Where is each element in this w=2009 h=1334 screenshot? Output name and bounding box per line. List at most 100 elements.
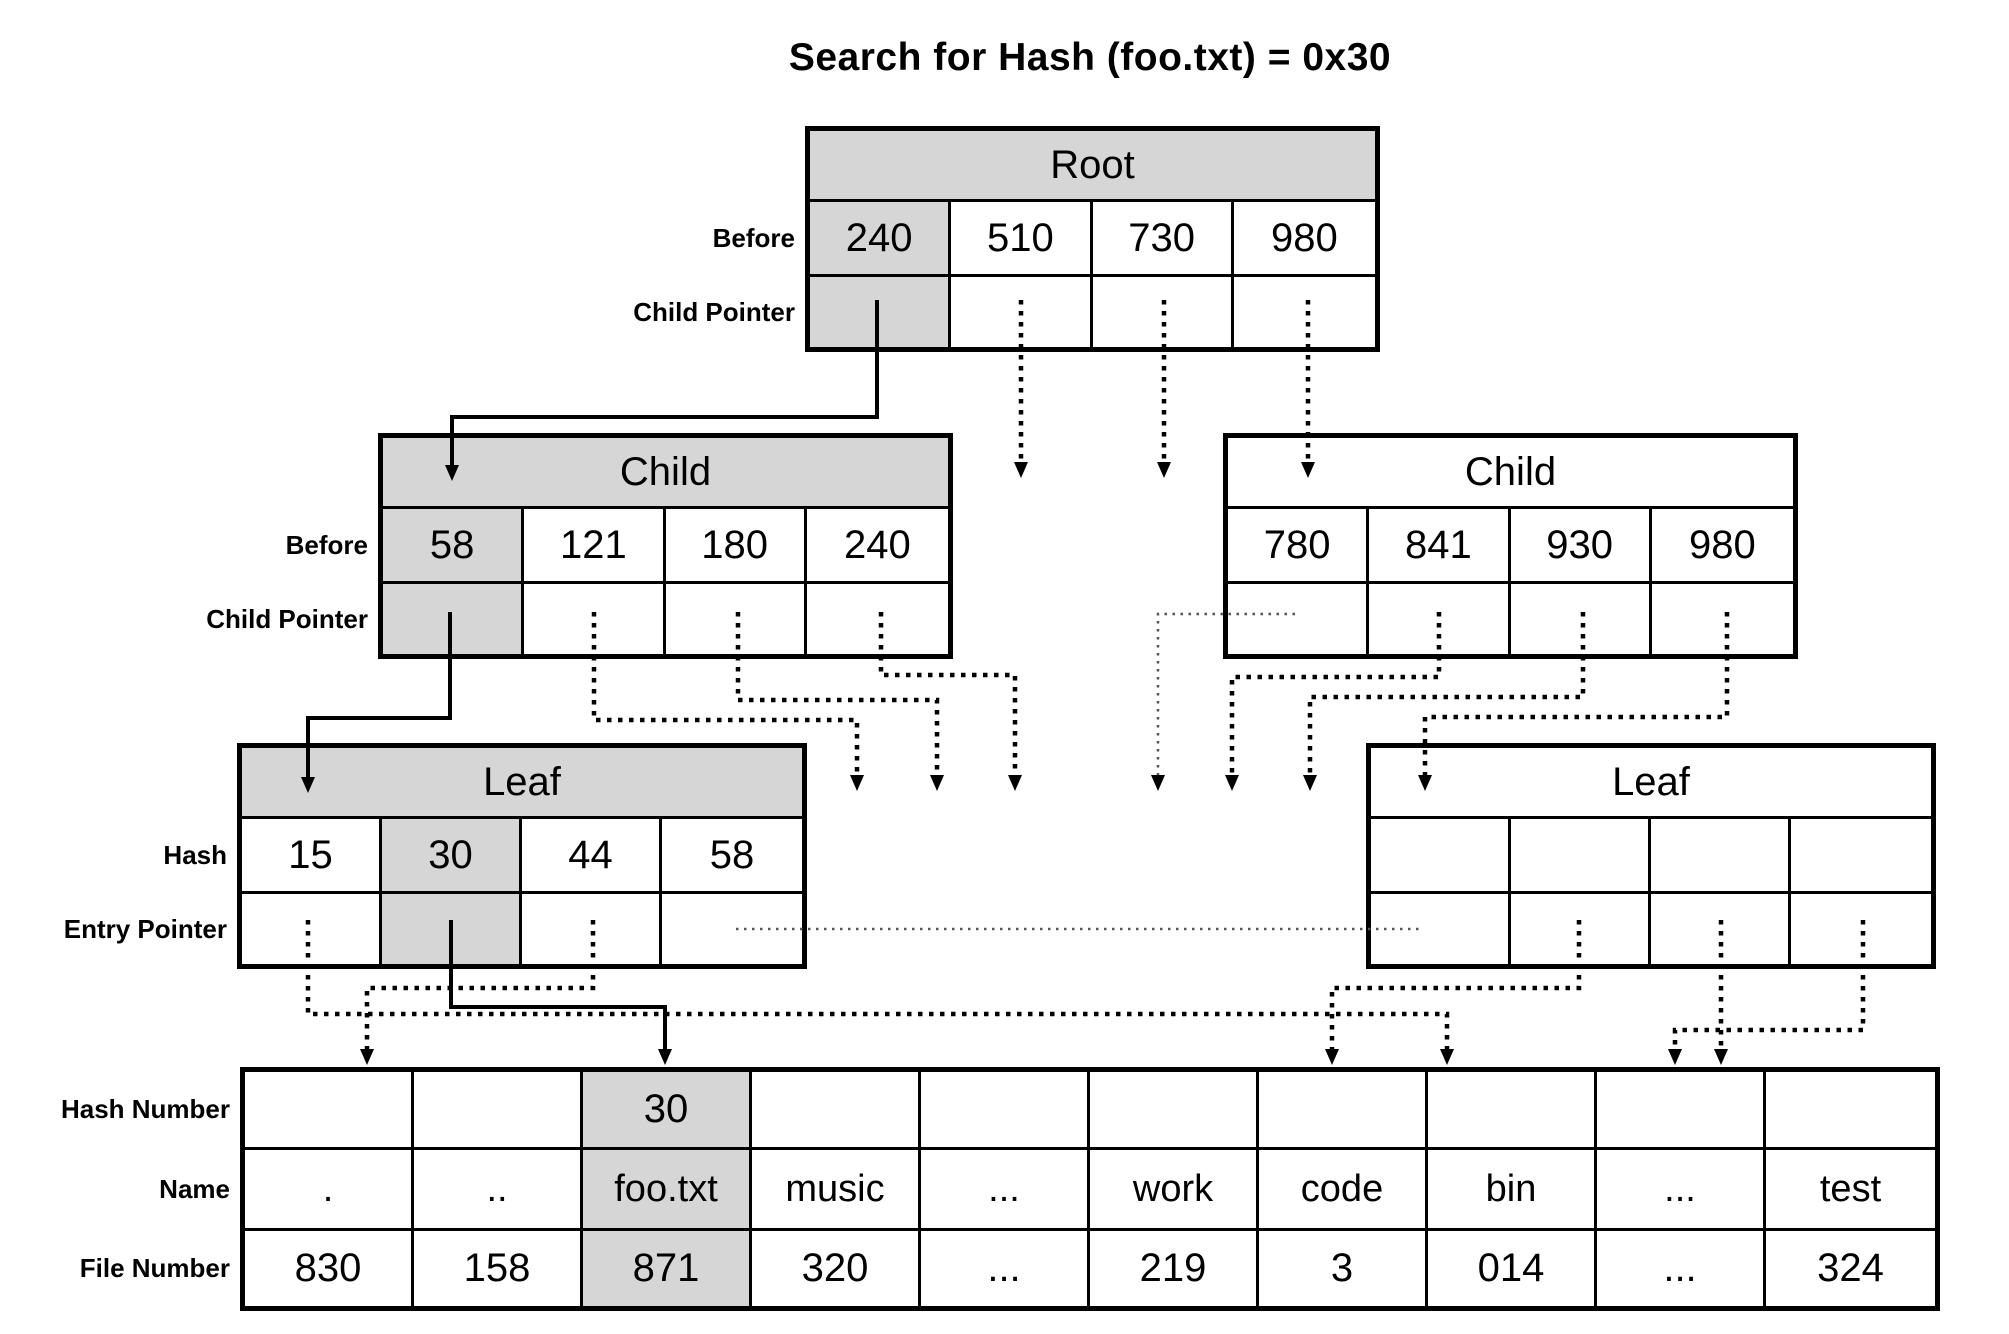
root-table: Root 240 510 730 980 <box>805 126 1380 352</box>
leaf-right-hash-row <box>1371 819 1931 894</box>
root-pointer-row <box>810 277 1375 347</box>
entry-hash-6 <box>1259 1072 1428 1147</box>
leaf-right-pointer-row <box>1371 894 1931 964</box>
root-before-cell-3: 980 <box>1271 215 1338 260</box>
root-before-row: 240 510 730 980 <box>810 202 1375 277</box>
entries-name-label: Name <box>159 1174 230 1204</box>
entry-file-0: 830 <box>245 1231 414 1306</box>
leaf-right-table: Leaf <box>1366 743 1936 969</box>
diagram-title: Search for Hash (foo.txt) = 0x30 <box>788 36 1392 79</box>
child-left-pointer-row <box>383 584 948 654</box>
entries-file-number-label: File Number <box>79 1253 230 1283</box>
leaf-left-pointer-cell-0 <box>242 894 382 964</box>
leaf-right-pointer-cell-3 <box>1791 894 1931 964</box>
leaf-left-hash-cell-3: 58 <box>709 832 755 877</box>
child-left-pointer-cell-3 <box>807 584 948 654</box>
entries-name-row: . .. foo.txt music ... work code bin ...… <box>245 1150 1935 1231</box>
leaf-right-hash-cell-1 <box>1511 819 1651 891</box>
child-left-pointer-cell-1 <box>524 584 666 654</box>
child-right-header: Child <box>1228 438 1793 509</box>
entry-hash-4 <box>921 1072 1090 1147</box>
entry-name-1: .. <box>414 1150 583 1228</box>
child-right-table: Child 780 841 930 980 <box>1223 433 1798 659</box>
entry-hash-5 <box>1090 1072 1259 1147</box>
child-left-pointer-cell-0 <box>383 584 525 654</box>
child-left-before-cell-0: 58 <box>383 509 525 581</box>
root-before-cell-1: 510 <box>951 202 1093 274</box>
root-before-label: Before <box>712 223 795 253</box>
entry-file-5: 219 <box>1090 1231 1259 1306</box>
entry-hash-2: 30 <box>583 1072 752 1147</box>
entry-file-4: ... <box>921 1231 1090 1306</box>
entry-name-3: music <box>752 1150 921 1228</box>
root-pointer-cell-0 <box>810 277 952 347</box>
child-left-before-cell-3: 240 <box>844 522 911 567</box>
entry-name-6: code <box>1259 1150 1428 1228</box>
leaf-left-hash-cell-1: 30 <box>382 819 522 891</box>
entry-hash-9 <box>1766 1072 1935 1147</box>
child-left-before-label: Before <box>285 530 368 560</box>
child-right-before-cell-1: 841 <box>1369 509 1511 581</box>
child-left-before-row: 58 121 180 240 <box>383 509 948 584</box>
child-left-table: Child 58 121 180 240 <box>378 433 953 659</box>
leaf-left-entry-pointer-label: Entry Pointer <box>63 914 227 944</box>
entries-hash-number-row: 30 <box>245 1072 1935 1150</box>
child-right-pointer-row <box>1228 584 1793 654</box>
leaf-left-header: Leaf <box>242 748 802 819</box>
leaf-left-hash-cell-2: 44 <box>522 819 662 891</box>
root-child-pointer-label: Child Pointer <box>633 297 795 327</box>
entry-name-8: ... <box>1597 1150 1766 1228</box>
root-before-cell-2: 730 <box>1093 202 1234 274</box>
entry-file-1: 158 <box>414 1231 583 1306</box>
entry-file-9: 324 <box>1817 1246 1884 1290</box>
child-right-pointer-cell-3 <box>1652 584 1793 654</box>
child-right-before-cell-2: 930 <box>1511 509 1652 581</box>
entry-file-3: 320 <box>752 1231 921 1306</box>
leaf-right-hash-cell-3 <box>1791 819 1931 891</box>
entry-hash-8 <box>1597 1072 1766 1147</box>
leaf-left-table: Leaf 15 30 44 58 <box>237 743 807 969</box>
entry-name-2: foo.txt <box>583 1150 752 1228</box>
leaf-left-pointer-cell-3 <box>662 894 802 964</box>
entry-file-2: 871 <box>583 1231 752 1306</box>
entries-table: 30 . .. foo.txt music ... work code bin … <box>240 1067 1940 1311</box>
entry-name-5: work <box>1090 1150 1259 1228</box>
entry-hash-1 <box>414 1072 583 1147</box>
entry-file-7: 014 <box>1428 1231 1597 1306</box>
root-pointer-cell-3 <box>1234 277 1375 347</box>
leaf-right-hash-cell-0 <box>1371 819 1511 891</box>
entry-name-9: test <box>1819 1167 1882 1210</box>
entry-hash-0 <box>245 1072 414 1147</box>
leaf-right-pointer-cell-0 <box>1371 894 1511 964</box>
child-left-child-pointer-label: Child Pointer <box>206 604 368 634</box>
child-left-header: Child <box>383 438 948 509</box>
entry-name-4: ... <box>921 1150 1090 1228</box>
root-pointer-cell-2 <box>1093 277 1234 347</box>
entry-name-7: bin <box>1428 1150 1597 1228</box>
entries-file-number-row: 830 158 871 320 ... 219 3 014 ... 324 <box>245 1231 1935 1306</box>
child-left-pointer-cell-2 <box>666 584 807 654</box>
leaf-right-pointer-cell-1 <box>1511 894 1651 964</box>
child-left-before-cell-2: 180 <box>666 509 807 581</box>
leaf-left-pointer-cell-2 <box>522 894 662 964</box>
child-right-before-cell-3: 980 <box>1689 522 1756 567</box>
leaf-right-pointer-cell-2 <box>1651 894 1791 964</box>
leaf-left-hash-cell-0: 15 <box>242 819 382 891</box>
child-left-before-cell-1: 121 <box>524 509 666 581</box>
entry-file-6: 3 <box>1259 1231 1428 1306</box>
child-right-before-row: 780 841 930 980 <box>1228 509 1793 584</box>
child-right-pointer-cell-1 <box>1369 584 1511 654</box>
leaf-left-pointer-cell-1 <box>382 894 522 964</box>
entry-hash-7 <box>1428 1072 1597 1147</box>
leaf-left-hash-label: Hash <box>163 840 227 870</box>
leaf-left-hash-row: 15 30 44 58 <box>242 819 802 894</box>
root-pointer-cell-1 <box>951 277 1093 347</box>
root-before-cell-0: 240 <box>810 202 952 274</box>
child-right-pointer-cell-0 <box>1228 584 1370 654</box>
child-right-before-cell-0: 780 <box>1228 509 1370 581</box>
leaf-right-hash-cell-2 <box>1651 819 1791 891</box>
entry-hash-3 <box>752 1072 921 1147</box>
root-header: Root <box>810 131 1375 202</box>
entry-file-8: ... <box>1597 1231 1766 1306</box>
